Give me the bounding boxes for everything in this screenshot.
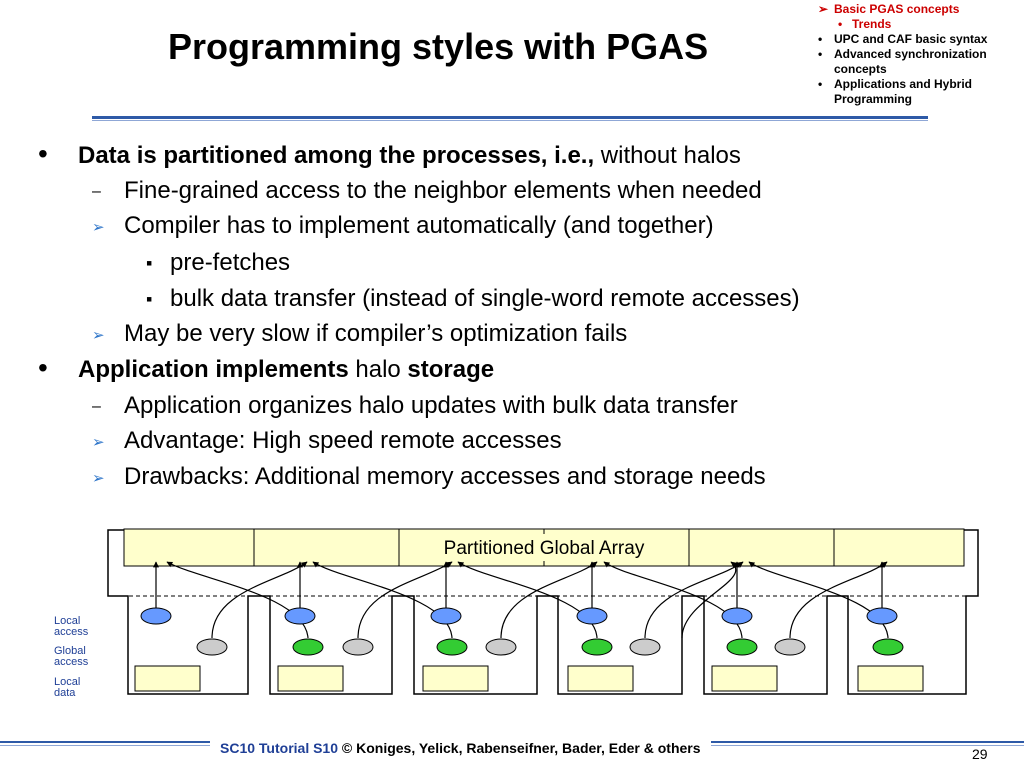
outline-item-label: Advanced synchronization concepts (834, 47, 987, 76)
array-partition-5 (688, 528, 835, 567)
bullet-data-partitioned: • Data is partitioned among the processe… (38, 140, 741, 170)
subsubbullet-prefetches: ▪ pre-fetches (146, 249, 291, 277)
bullet-text: Advantage: High speed remote accesses (124, 427, 562, 454)
subbullet-halo-updates: – Application organizes halo updates wit… (92, 392, 738, 420)
bullet-text: Application organizes halo updates with … (124, 392, 738, 419)
bullet-marker: • (38, 352, 48, 383)
outline-item-label: Basic PGAS concepts (834, 2, 960, 16)
subbullet-advantage: ➢ Advantage: High speed remote accesses (92, 427, 562, 455)
title-divider-thin (92, 120, 928, 121)
arrow-marker-icon: ➢ (92, 327, 105, 344)
array-partition-1 (123, 528, 255, 567)
bullet-text: Compiler has to implement automatically … (124, 212, 714, 239)
bullet-text: May be very slow if compiler’s optimizat… (124, 320, 628, 347)
bullet-application-implements: • Application implements halo storage (38, 354, 495, 384)
bullet-text: pre-fetches (170, 249, 291, 276)
dash-marker: – (92, 183, 101, 200)
arrow-marker-icon: ➢ (92, 470, 105, 487)
section-outline: ➢ Basic PGAS concepts • Trends • UPC and… (816, 2, 1024, 107)
bullet-marker: • (38, 138, 48, 169)
local-access-arrows (153, 561, 885, 608)
bullet-bold-text: storage (407, 356, 495, 383)
bullet-text: Fine-grained access to the neighbor elem… (124, 177, 762, 204)
arrow-marker-icon: ➢ (92, 219, 105, 236)
outline-bullet-icon: • (838, 17, 843, 31)
bullet-text: halo (348, 356, 408, 383)
title-divider (92, 116, 928, 119)
array-partition-2 (253, 528, 400, 567)
page-number: 29 (972, 746, 988, 762)
outline-arrow-icon: ➢ (818, 2, 829, 16)
outline-item-label: Applications and Hybrid Programming (834, 77, 973, 106)
footer-credits: SC10 Tutorial S10 © Koniges, Yelick, Rab… (210, 740, 711, 756)
subbullet-drawbacks: ➢ Drawbacks: Additional memory accesses … (92, 463, 766, 491)
arrow-marker-icon: ➢ (92, 434, 105, 451)
footer-event: SC10 Tutorial S10 (220, 740, 339, 756)
subsubbullet-bulk-transfer: ▪ bulk data transfer (instead of single-… (146, 285, 800, 313)
outline-bullet-icon: • (818, 47, 823, 61)
outline-bullet-icon: • (818, 77, 823, 91)
bullet-text: Drawbacks: Additional memory accesses an… (124, 463, 766, 490)
bullet-bold-text: Application implements (78, 356, 349, 383)
bullet-text: without halos (594, 142, 741, 169)
global-access-arrows (166, 561, 889, 639)
local-data-boxes (134, 665, 924, 692)
bullet-bold-text: Data is partitioned among the processes,… (78, 142, 595, 169)
bullet-text: bulk data transfer (instead of single-wo… (170, 285, 800, 312)
outline-item-basic-pgas[interactable]: ➢ Basic PGAS concepts (816, 2, 1024, 17)
outline-item-label: UPC and CAF basic syntax (834, 32, 988, 46)
footer-authors: © Koniges, Yelick, Rabenseifner, Bader, … (341, 740, 701, 756)
outline-item-advanced-sync[interactable]: • Advanced synchronization concepts (816, 47, 1024, 77)
subbullet-compiler: ➢ Compiler has to implement automaticall… (92, 212, 714, 240)
array-label-bg (405, 534, 683, 561)
legend-local-data: Local data (54, 676, 81, 699)
subbullet-slow: ➢ May be very slow if compiler’s optimiz… (92, 320, 628, 348)
partitioned-global-array-diagram: Partitioned Global Array (107, 528, 979, 695)
square-marker: ▪ (146, 289, 153, 309)
outline-item-label: Trends (852, 17, 892, 31)
subbullet-fine-grained: – Fine-grained access to the neighbor el… (92, 177, 762, 205)
array-partition-6 (833, 528, 965, 567)
outline-item-trends[interactable]: • Trends (816, 17, 1024, 32)
page-title: Programming styles with PGAS (168, 26, 709, 67)
array-label: Partitioned Global Array (444, 538, 645, 559)
outline-item-upc-caf[interactable]: • UPC and CAF basic syntax (816, 32, 1024, 47)
legend-global-access: Global access (54, 645, 89, 668)
global-access-nodes (196, 638, 904, 656)
outline-item-applications[interactable]: • Applications and Hybrid Programming (816, 77, 1024, 107)
legend-local-access: Local access (54, 615, 89, 638)
dash-marker: – (92, 398, 101, 415)
square-marker: ▪ (146, 253, 153, 273)
outline-bullet-icon: • (818, 32, 823, 46)
local-access-nodes (140, 607, 898, 625)
